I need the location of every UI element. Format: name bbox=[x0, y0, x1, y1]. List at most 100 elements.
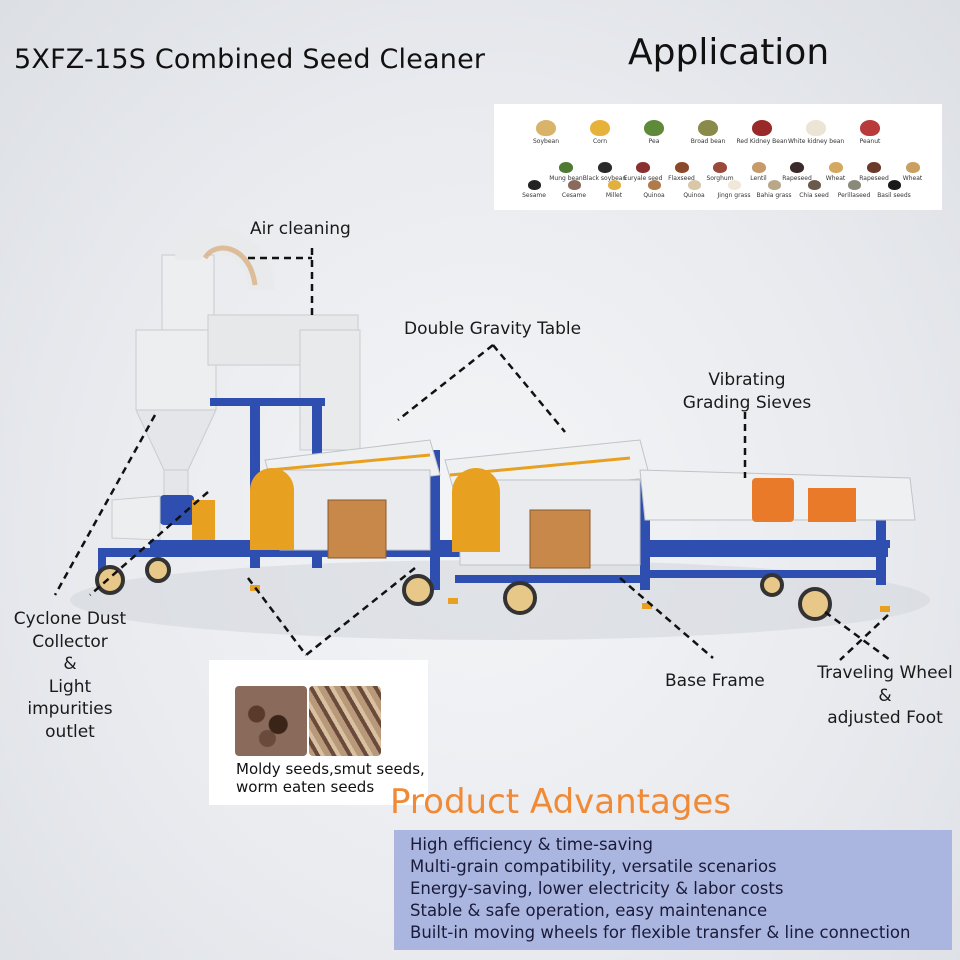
seed-name: Pea bbox=[648, 138, 660, 145]
wheel-label-line: & bbox=[878, 685, 892, 706]
advantage-item: Built-in moving wheels for flexible tran… bbox=[410, 923, 911, 942]
seed-pile-image bbox=[867, 162, 881, 173]
seed-name: White kidney bean bbox=[788, 138, 845, 145]
vibrating-label-line1: Vibrating bbox=[708, 370, 786, 390]
seed-sample: White kidney bean bbox=[788, 120, 844, 145]
seed-pile-image bbox=[751, 162, 766, 173]
seed-sample: Pea bbox=[626, 120, 682, 145]
seed-sample: Sesame bbox=[506, 180, 562, 199]
seed-sample: Red Kidney Bean bbox=[734, 120, 790, 145]
seed-pile-image bbox=[687, 180, 701, 190]
seed-name: Rapeseed bbox=[782, 175, 812, 182]
seed-pile-image bbox=[828, 162, 843, 173]
seed-pile-image bbox=[727, 180, 741, 190]
seed-name: Sorghum bbox=[706, 175, 734, 182]
double-gravity-table-label: Double Gravity Table bbox=[404, 319, 582, 339]
seed-pile-image bbox=[636, 162, 650, 173]
seed-sample: Euryale seed bbox=[615, 162, 671, 182]
vibrating-grading-sieves bbox=[639, 469, 916, 522]
seed-sample: Basil seeds bbox=[866, 180, 922, 199]
seed-sample: Black soybean bbox=[577, 162, 633, 182]
seed-pile-image bbox=[847, 180, 861, 190]
seed-sample: Chia seed bbox=[786, 180, 842, 199]
seed-name: Soybean bbox=[532, 138, 559, 145]
wheel-label-line: Traveling Wheel bbox=[817, 663, 953, 683]
seed-pile-image bbox=[790, 162, 804, 173]
seed-sample: Bahia grass bbox=[746, 180, 802, 199]
cyclone-label-line: Cyclone Dust bbox=[13, 609, 127, 629]
seed-sample: Wheat bbox=[808, 162, 864, 182]
advantage-item: Energy-saving, lower electricity & labor… bbox=[410, 879, 784, 898]
seed-pile-image bbox=[887, 180, 901, 190]
seed-pile-image bbox=[674, 162, 689, 173]
seed-name: Peanut bbox=[859, 138, 881, 145]
cyclone-label-line: outlet bbox=[45, 721, 95, 742]
wheel-label-line: adjusted Foot bbox=[827, 708, 943, 728]
seed-pile-image bbox=[767, 180, 781, 190]
seed-sample: Lentil bbox=[731, 162, 787, 182]
seed-pile-image bbox=[527, 180, 541, 190]
seed-sample: Broad bean bbox=[680, 120, 736, 145]
seed-sample: Rapeseed bbox=[769, 162, 825, 182]
seed-pile-image bbox=[806, 120, 826, 136]
seed-pile-image bbox=[807, 180, 821, 190]
caption-line1: Moldy seeds,smut seeds, bbox=[236, 760, 425, 778]
seed-name: Perillaseed bbox=[837, 192, 871, 199]
callout-leader-lines bbox=[53, 248, 891, 662]
air-cleaning-label: Air cleaning bbox=[250, 219, 351, 239]
page-title: 5XFZ-15S Combined Seed Cleaner bbox=[14, 44, 486, 75]
seed-sample: Quinoa bbox=[666, 180, 722, 199]
vibrating-label-line2: Grading Sieves bbox=[682, 392, 812, 413]
seed-name: Rapeseed bbox=[859, 175, 889, 182]
seed-pile-image bbox=[644, 120, 664, 136]
application-heading: Application bbox=[628, 32, 830, 73]
seed-pile-image bbox=[698, 120, 718, 136]
defective-seeds-caption: Moldy seeds,smut seeds, worm eaten seeds bbox=[236, 760, 425, 796]
seed-sample: Rapeseed bbox=[846, 162, 902, 182]
seed-pile-image bbox=[860, 120, 880, 136]
seed-sample: Soybean bbox=[518, 120, 574, 145]
cyclone-dust-collector bbox=[111, 227, 359, 545]
seed-name: Chia seed bbox=[799, 192, 829, 199]
seed-name: Red Kidney Bean bbox=[736, 138, 788, 145]
seed-name: Basil seeds bbox=[877, 192, 911, 199]
seed-sample: Corn bbox=[572, 120, 628, 145]
seed-pile-image bbox=[647, 180, 661, 190]
double-gravity-table bbox=[250, 439, 651, 569]
seed-name: Jingn grass bbox=[717, 192, 751, 199]
advantage-item: Stable & safe operation, easy maintenanc… bbox=[410, 901, 768, 920]
seed-name: Wheat bbox=[825, 175, 846, 182]
seed-name: Quinoa bbox=[643, 192, 665, 199]
seed-sample: Quinoa bbox=[626, 180, 682, 199]
seed-sample: Millet bbox=[586, 180, 642, 199]
seed-sample: Sorghum bbox=[692, 162, 748, 182]
advantage-item: Multi-grain compatibility, versatile sce… bbox=[410, 857, 777, 876]
seed-name: Bahia grass bbox=[756, 192, 792, 199]
seed-sample: Perillaseed bbox=[826, 180, 882, 199]
seed-pile-image bbox=[536, 120, 556, 136]
seed-pile-image bbox=[597, 162, 612, 173]
seed-sample: Peanut bbox=[842, 120, 898, 145]
seed-name: Flaxseed bbox=[668, 175, 695, 182]
cyclone-collector-label: Cyclone Dust Collector & Light impuritie… bbox=[2, 608, 138, 743]
seed-pile-image bbox=[567, 180, 581, 190]
seed-pile-image bbox=[607, 180, 621, 190]
moldy-seeds-photo bbox=[235, 686, 307, 756]
seed-name: Quinoa bbox=[683, 192, 705, 199]
seed-pile-image bbox=[752, 120, 772, 136]
defective-seeds-panel: Moldy seeds,smut seeds, worm eaten seeds bbox=[209, 660, 428, 805]
traveling-wheel-label: Traveling Wheel & adjusted Foot bbox=[810, 662, 960, 730]
base-frame-label: Base Frame bbox=[665, 671, 765, 691]
seed-name: Broad bean bbox=[690, 138, 726, 145]
seed-name: Black soybean bbox=[582, 175, 627, 182]
seed-name: Millet bbox=[605, 192, 623, 199]
seed-pile-image bbox=[590, 120, 610, 136]
seed-sample: Flaxseed bbox=[654, 162, 710, 182]
seed-name: Sesame bbox=[522, 192, 546, 199]
advantage-item: High efficiency & time-saving bbox=[410, 835, 653, 854]
seed-sample: Jingn grass bbox=[706, 180, 762, 199]
worm-eaten-seeds-photo bbox=[309, 686, 381, 756]
product-advantages-heading: Product Advantages bbox=[390, 782, 732, 822]
